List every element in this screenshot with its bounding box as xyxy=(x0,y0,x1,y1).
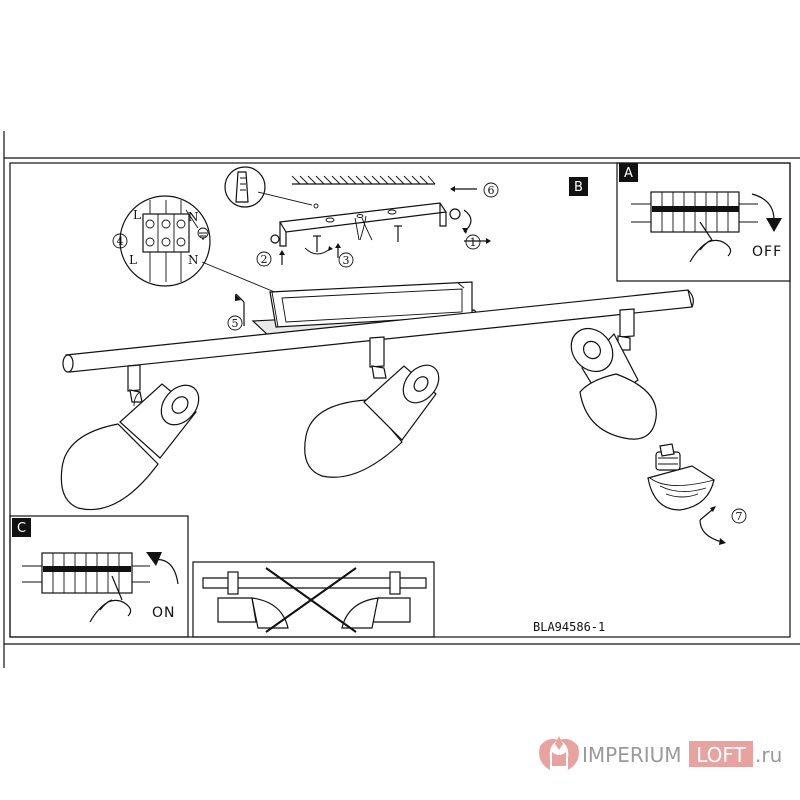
step-5: 5 xyxy=(232,317,239,330)
panel-c-label: C xyxy=(17,521,26,536)
bulb-icon xyxy=(647,443,715,511)
step-6: 6 xyxy=(488,184,495,197)
hand-icon-a xyxy=(689,239,732,263)
panel-b-marker xyxy=(569,177,588,196)
watermark-text-3: .ru xyxy=(755,743,782,767)
ground-icon xyxy=(197,227,209,239)
step-1: 1 xyxy=(470,236,477,249)
step-3: 3 xyxy=(343,254,350,267)
wire-n-top: N xyxy=(188,210,199,224)
spotlight-3 xyxy=(570,308,657,440)
wall-plug-detail xyxy=(224,166,319,209)
on-label: ON xyxy=(152,605,176,621)
breaker-strip-c xyxy=(22,552,150,594)
hand-icon-c xyxy=(89,599,132,623)
off-label: OFF xyxy=(752,244,782,260)
wrong-install-panel xyxy=(192,561,435,638)
twist-arrow-icon xyxy=(699,519,723,543)
wire-n-bottom: N xyxy=(188,253,199,267)
curved-arrow-icon-a xyxy=(751,193,775,221)
ceiling-hatch xyxy=(291,175,436,185)
step-7: 7 xyxy=(736,510,743,523)
model-code: BLA94586-1 xyxy=(533,620,605,634)
panel-a-label: A xyxy=(624,166,633,181)
spotlight-1 xyxy=(60,364,200,511)
panel-b-label: B xyxy=(574,180,583,195)
panel-c: C ON xyxy=(9,515,189,638)
panel-a: A OFF xyxy=(616,162,791,282)
mounting-bracket xyxy=(270,202,461,247)
watermark: IMPERIUM LOFT .ru xyxy=(539,736,782,770)
wiring-detail: L N L N xyxy=(119,195,278,294)
spotlight-2 xyxy=(304,336,440,478)
wire-l-top: L xyxy=(133,208,141,222)
breaker-strip-a xyxy=(631,191,758,233)
watermark-logo-icon xyxy=(539,736,579,770)
watermark-text-2: LOFT xyxy=(696,743,746,767)
main-bar xyxy=(62,289,694,373)
step-2: 2 xyxy=(261,253,268,266)
watermark-text-1: IMPERIUM xyxy=(582,743,682,767)
wire-l-bottom: L xyxy=(129,253,137,267)
screw-icon xyxy=(304,225,402,255)
